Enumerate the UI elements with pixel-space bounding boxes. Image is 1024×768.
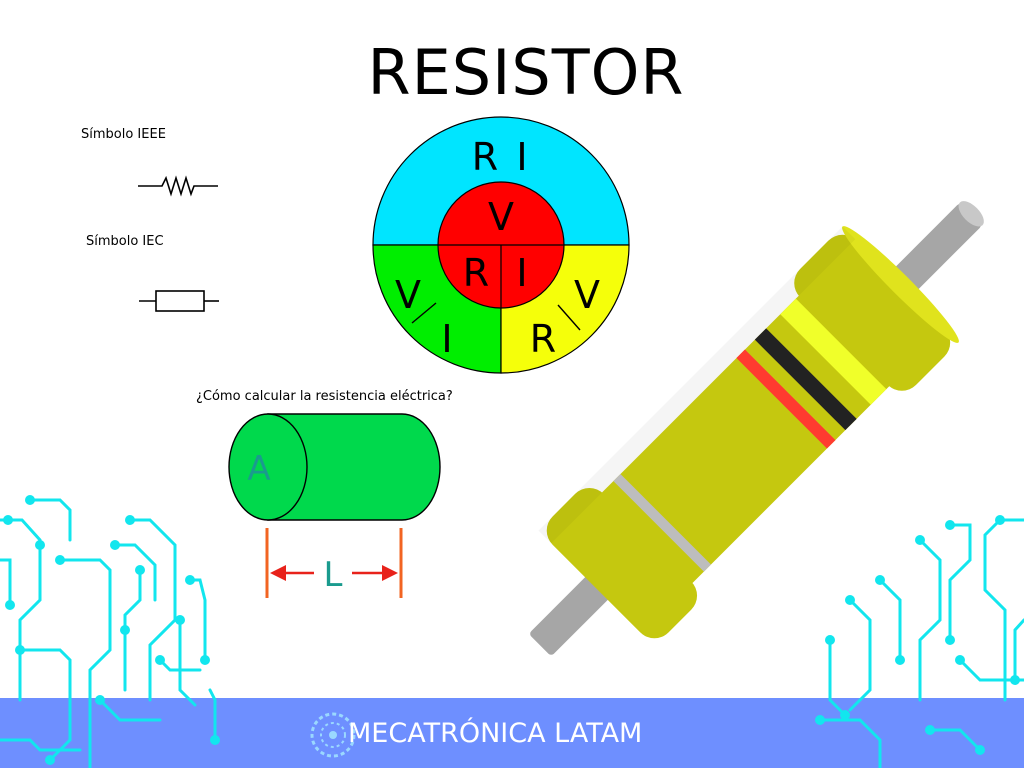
circuit-traces-right <box>818 518 1024 768</box>
wheel-center-right-letter: I <box>516 251 527 295</box>
wheel-left-bottom-letter: I <box>441 317 452 361</box>
wheel-center-top-letter: V <box>488 195 514 239</box>
circuit-nodes-right <box>815 515 1020 755</box>
resistor-band-1 <box>613 474 711 572</box>
length-dimension <box>265 528 403 598</box>
length-label: L <box>324 555 343 595</box>
wheel-right-top-letter: V <box>574 273 600 317</box>
mecatronica-logo-icon <box>310 712 356 758</box>
ieee-resistor-symbol <box>138 175 218 197</box>
wheel-left-top-letter: V <box>395 273 421 317</box>
resistor-band-4 <box>780 298 887 405</box>
ieee-symbol-label: Símbolo IEEE <box>81 127 166 142</box>
ohm-law-wheel <box>372 116 630 374</box>
resistor-band-2 <box>736 349 836 449</box>
calculation-question: ¿Cómo calcular la resistencia eléctrica? <box>196 389 453 404</box>
brand-name: MECATRÓNICA LATAM <box>348 718 643 749</box>
resistor-band-3 <box>754 328 857 431</box>
cylinder-area-label: A <box>247 449 270 489</box>
iec-symbol-label: Símbolo IEC <box>86 234 164 249</box>
conductor-cylinder <box>228 413 441 521</box>
wheel-right-bottom-letter: R <box>530 317 556 361</box>
iec-resistor-symbol <box>139 290 219 312</box>
wheel-top-left-letter: R <box>472 135 498 179</box>
page-title: RESISTOR <box>367 36 685 109</box>
footer-bar <box>0 698 1024 768</box>
circuit-nodes-left <box>3 495 220 765</box>
wheel-top-segment <box>372 116 630 246</box>
circuit-traces-icon <box>0 498 217 768</box>
resistor-3d <box>530 201 984 655</box>
wheel-center-left-letter: R <box>463 251 489 295</box>
wheel-top-right-letter: I <box>516 135 527 179</box>
